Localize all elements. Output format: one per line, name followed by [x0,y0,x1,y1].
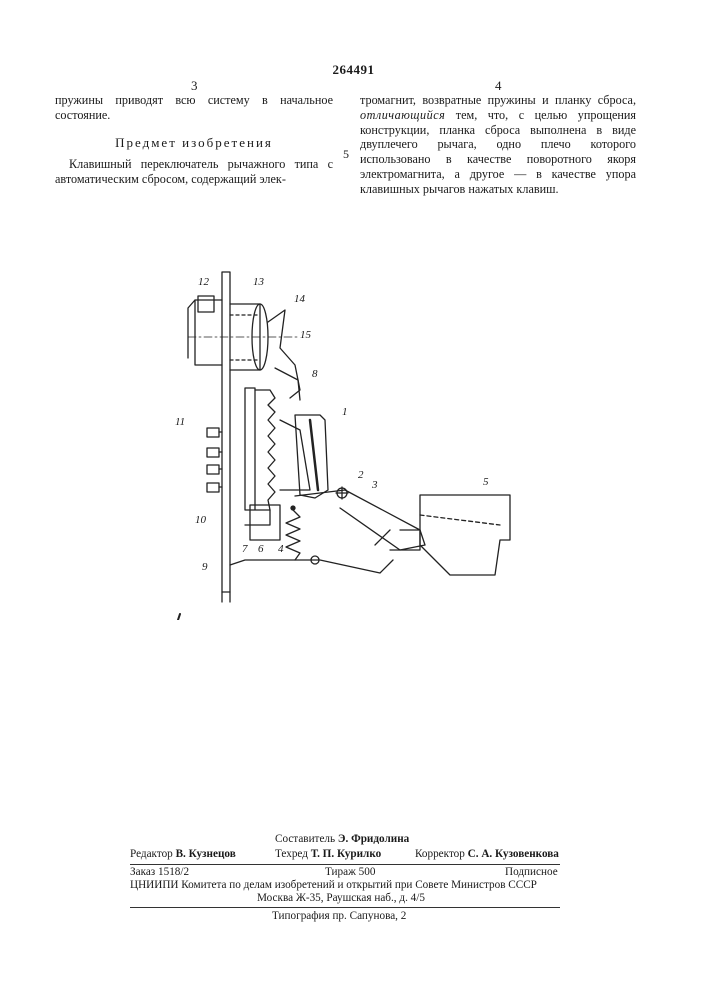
techred-name: Т. П. Курилко [311,848,382,860]
label-2: 2 [358,469,364,481]
corrector-name: С. А. Кузовенкова [468,848,559,860]
footer-divider-bottom [130,907,560,908]
label-12: 12 [198,276,210,288]
org-line-1: ЦНИИПИ Комитета по делам изобретений и о… [130,879,537,892]
label-13: 13 [253,276,265,288]
label-9: 9 [202,561,208,573]
compiler-label: Составитель [275,833,335,845]
compiler-line: Составитель Э. Фридолина [275,833,409,846]
circulation: Тираж 500 [325,866,375,879]
org-line-2: Москва Ж-35, Раушская наб., д. 4/5 [257,892,425,905]
editor-line: Редактор В. Кузнецов [130,848,236,861]
label-1: 1 [342,406,348,418]
mounting-plate [222,272,230,602]
claim-start-text: Клавишный переключатель рычажного типа с… [55,157,333,187]
armature-lever [268,310,300,398]
editor-name: В. Кузнецов [176,848,236,860]
spring [286,510,300,560]
subscription: Подписное [505,866,558,879]
techred-line: Техред Т. П. Курилко [275,848,381,861]
line-marker: 5 [343,147,349,162]
techred-label: Техред [275,848,308,860]
label-10: 10 [195,514,207,526]
claim-emphasis: отличающийся [360,108,445,122]
label-5: 5 [483,476,489,488]
claim-continuation: тромагнит, возвратные пружины и планку с… [360,93,636,197]
right-column-number: 4 [495,78,502,94]
editor-label: Редактор [130,848,173,860]
terminal [207,428,219,437]
compiler-name: Э. Фридолина [338,833,409,845]
patent-number: 264491 [0,62,707,78]
footer-divider-top [130,864,560,865]
label-14: 14 [294,293,306,305]
label-8: 8 [312,368,318,380]
reset-lever [295,490,425,550]
claim-part1: тромагнит, возвратные пружины и планку с… [360,93,636,107]
section-title: Предмет изобретения [55,135,333,151]
printer: Типография пр. Сапунова, 2 [272,910,406,923]
corrector-line: Корректор С. А. Кузовенкова [415,848,559,861]
left-column-continuation: пружины приводят всю систему в начальное… [55,93,333,123]
switch-mechanism-drawing: 12 13 14 15 8 1 11 2 3 5 10 7 6 4 9 [150,240,550,620]
label-3: 3 [371,479,378,491]
order-number: Заказ 1518/2 [130,866,189,879]
label-4: 4 [278,543,284,555]
label-6: 6 [258,543,264,555]
label-7: 7 [242,543,248,555]
continuation-text: пружины приводят всю систему в начальное… [55,93,333,123]
magnet-yoke [188,300,222,365]
label-11: 11 [175,416,185,428]
right-column-claim: тромагнит, возвратные пружины и планку с… [360,93,636,197]
claim-start: Клавишный переключатель рычажного типа с… [55,157,333,187]
key-cap [420,495,510,575]
corrector-label: Корректор [415,848,465,860]
left-column-number: 3 [191,78,198,94]
label-15: 15 [300,329,312,341]
